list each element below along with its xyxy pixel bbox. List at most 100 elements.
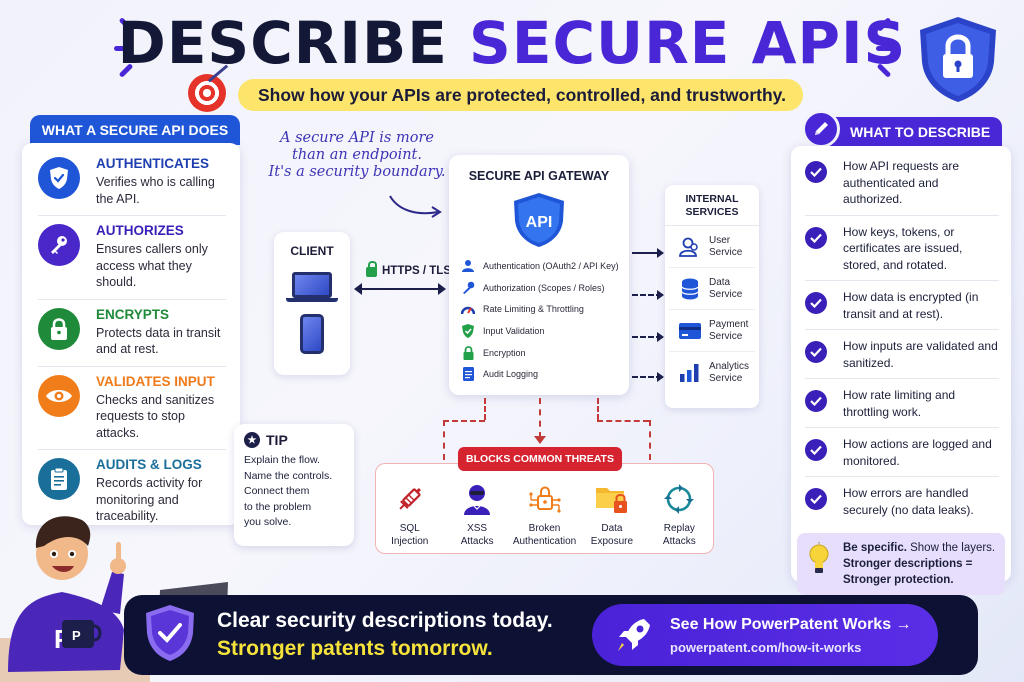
- lock-icon: [38, 307, 80, 350]
- gateway-item: Rate Limiting & Throttling: [461, 298, 629, 320]
- tip-line: Connect them: [244, 485, 310, 497]
- check-icon: [805, 226, 827, 249]
- threat-label: Broken: [528, 523, 561, 534]
- arrow-to-user-service: [632, 248, 664, 258]
- tip-line: Explain the flow.: [244, 454, 320, 466]
- idea-line: Stronger protection.: [843, 574, 954, 586]
- circuit-lock-icon: [511, 482, 578, 516]
- checklist-item: How rate limiting and throttling work.: [805, 379, 999, 428]
- checklist-text: How actions are logged and monitored.: [843, 437, 992, 468]
- checklist-text: How inputs are validated and sanitized.: [843, 339, 998, 370]
- feature-title: AUDITS & LOGS: [96, 457, 202, 472]
- threat-label: Injection: [391, 536, 429, 547]
- feature-title: AUTHORIZES: [96, 223, 184, 238]
- threat-sql-injection: SQL Injection: [376, 482, 443, 548]
- service-label: Payment: [709, 318, 749, 330]
- lock-icon: [461, 345, 475, 360]
- feature-authorizes: AUTHORIZES Ensures callers only access w…: [38, 216, 226, 300]
- laptop-icon: [286, 272, 338, 302]
- tip-line: you solve.: [244, 516, 292, 528]
- feature-desc: Ensures callers only access what they sh…: [96, 242, 208, 289]
- service-label: User: [709, 234, 731, 246]
- see-how-it-works-button[interactable]: See How PowerPatent Works → powerpatent.…: [592, 604, 938, 666]
- threat-connector: [484, 398, 486, 420]
- svg-text:P: P: [72, 628, 81, 643]
- common-threats-box: SQL Injection XSS Attacks Broken Authent…: [375, 463, 714, 554]
- gateway-title: SECURE API GATEWAY: [468, 169, 610, 183]
- service-label: Service: [709, 246, 743, 258]
- shield-lock-icon: [920, 17, 996, 102]
- hacker-icon: [443, 482, 510, 516]
- cycle-arrows-icon: [646, 482, 713, 516]
- annotation-line: than an endpoint.: [292, 147, 422, 163]
- database-icon: [679, 278, 701, 300]
- tip-title: TIP: [266, 432, 288, 448]
- threat-label: Data: [601, 523, 623, 534]
- folder-lock-icon: [578, 482, 645, 516]
- check-icon: [805, 292, 827, 314]
- gauge-icon: [461, 302, 475, 316]
- idea-callout: Be specific. Show the layers. Stronger d…: [797, 533, 1005, 595]
- checklist-item: How errors are handled securely (no data…: [805, 477, 999, 525]
- threat-label: Attacks: [460, 536, 494, 547]
- key-icon: [38, 224, 80, 266]
- gateway-item: Audit Logging: [461, 363, 629, 385]
- threat-label: Attacks: [662, 536, 696, 547]
- checklist-text: How errors are handled securely (no data…: [843, 486, 974, 517]
- check-icon: [805, 390, 827, 412]
- credit-card-icon: [679, 320, 701, 342]
- threat-data-exposure: Data Exposure: [578, 482, 645, 548]
- gateway-item-label: Encryption: [483, 347, 526, 358]
- arrow-to-payment-service: [632, 332, 664, 342]
- threat-label: Authentication: [512, 536, 577, 547]
- feature-desc: Verifies who is calling the API.: [96, 175, 215, 206]
- shield-check-icon: [38, 157, 80, 199]
- gateway-item-label: Authorization (Scopes / Roles): [483, 282, 605, 293]
- services-title: INTERNAL SERVICES: [665, 185, 759, 226]
- annotation-line: It's a security boundary.: [268, 164, 446, 180]
- arrow-to-analytics-service: [632, 372, 664, 382]
- shield-check-icon: [461, 323, 475, 338]
- lock-icon: [366, 261, 377, 277]
- checklist-text: How data is encrypted (in transit and at…: [843, 290, 979, 321]
- sparkle-decoration: [114, 46, 132, 51]
- idea-rest: Show the layers.: [906, 542, 996, 554]
- document-icon: [461, 367, 475, 382]
- threat-connector: [649, 420, 651, 460]
- cta-url: powerpatent.com/how-it-works: [670, 639, 862, 655]
- gateway-item: Authentication (OAuth2 / API Key): [461, 255, 629, 277]
- gateway-item-label: Input Validation: [483, 325, 545, 336]
- service-label: Service: [709, 330, 743, 342]
- threat-replay-attacks: Replay Attacks: [646, 482, 713, 548]
- subtitle-text: Show how your APIs are protected, contro…: [258, 84, 786, 105]
- connection-label: HTTPS / TLS: [382, 264, 451, 277]
- lightbulb-icon: [809, 542, 829, 573]
- feature-title: AUTHENTICATES: [96, 156, 209, 171]
- subtitle-banner: Show how your APIs are protected, contro…: [238, 79, 803, 111]
- services-title-line: SERVICES: [685, 206, 739, 218]
- feature-audits-logs: AUDITS & LOGS Records activity for monit…: [38, 450, 226, 533]
- gateway-item: Encryption: [461, 342, 629, 364]
- gateway-item-label: Audit Logging: [483, 369, 539, 380]
- star-icon: ★: [244, 432, 260, 448]
- threat-label: XSS: [467, 523, 488, 534]
- blocks-threats-badge: BLOCKS COMMON THREATS: [458, 447, 622, 471]
- idea-bold: Be specific.: [843, 542, 907, 554]
- client-box: CLIENT: [274, 232, 350, 375]
- curved-arrow-icon: [389, 195, 442, 218]
- check-icon: [805, 488, 827, 510]
- tip-bubble: ★ TIP Explain the flow. Name the control…: [234, 424, 354, 546]
- gateway-item: Input Validation: [461, 320, 629, 342]
- footer-line-1: Clear security descriptions today.: [217, 609, 553, 632]
- feature-authenticates: AUTHENTICATES Verifies who is calling th…: [38, 149, 226, 216]
- check-icon: [805, 439, 827, 461]
- https-tls-label: HTTPS / TLS: [366, 261, 451, 277]
- idea-line: Stronger descriptions =: [843, 558, 973, 570]
- gateway-item-label: Rate Limiting & Throttling: [483, 304, 584, 315]
- users-icon: [679, 236, 701, 258]
- checklist-item: How inputs are validated and sanitized.: [805, 330, 999, 379]
